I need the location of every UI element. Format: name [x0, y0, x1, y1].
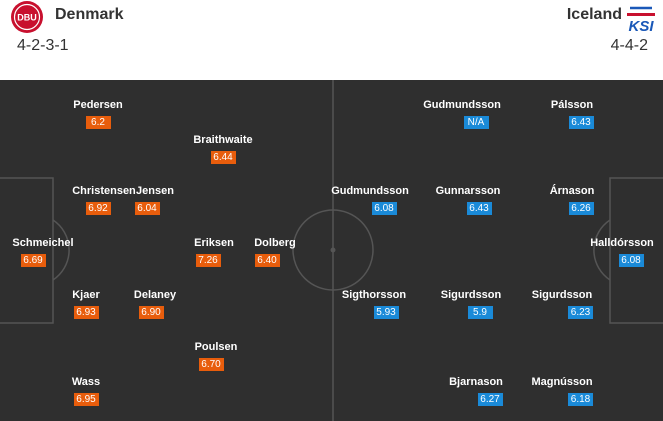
- player-rating: 6.08: [371, 202, 397, 215]
- player-name: Dolberg: [254, 237, 296, 249]
- player-rating: 6.93: [73, 306, 99, 319]
- home-team-name: Denmark: [55, 6, 124, 23]
- home-player[interactable]: Eriksen 7.26: [184, 237, 244, 268]
- player-rating: 6.18: [568, 393, 593, 406]
- player-name: Delaney: [133, 289, 177, 301]
- iceland-ksi-logo-icon: KSI: [625, 3, 657, 35]
- player-name: Braithwaite: [193, 134, 253, 146]
- player-name: Pálsson: [550, 99, 594, 111]
- player-rating: 6.92: [85, 202, 111, 215]
- home-player[interactable]: Dolberg 6.40: [245, 237, 305, 268]
- player-name: Eriksen: [194, 237, 234, 249]
- denmark-crest-icon: DBU: [11, 1, 43, 33]
- player-name: Sigurdsson: [531, 289, 593, 301]
- player-name: Sigurdsson: [440, 289, 502, 301]
- away-player[interactable]: Sigurdsson 6.23: [532, 289, 593, 320]
- player-rating: 6.08: [618, 254, 644, 267]
- player-rating: 6.44: [210, 151, 236, 164]
- football-pitch: Pedersen 6.2 Braithwaite 6.44 Christense…: [0, 80, 663, 421]
- svg-text:KSI: KSI: [628, 18, 654, 35]
- player-name: Halldórsson: [590, 237, 654, 249]
- away-formation: 4-4-2: [610, 37, 648, 54]
- player-name: Sigthorsson: [341, 289, 407, 301]
- home-player[interactable]: Kjaer 6.93: [56, 289, 116, 320]
- home-player[interactable]: Pedersen 6.2: [68, 99, 128, 130]
- player-rating: 6.04: [134, 202, 160, 215]
- player-rating: 6.69: [20, 254, 46, 267]
- home-player[interactable]: Wass 6.95: [56, 376, 116, 407]
- away-player[interactable]: Gunnarsson 6.43: [436, 185, 500, 216]
- player-name: Gudmundsson: [331, 185, 409, 197]
- home-player[interactable]: Poulsen 6.70: [186, 341, 246, 372]
- player-name: Christensen: [72, 185, 136, 197]
- player-name: Magnússon: [531, 376, 593, 388]
- home-player[interactable]: Jensen 6.04: [125, 185, 185, 216]
- home-player[interactable]: Delaney 6.90: [125, 289, 185, 320]
- player-rating: 6.95: [73, 393, 99, 406]
- away-player[interactable]: Halldórsson 6.08: [590, 237, 654, 268]
- player-name: Wass: [71, 376, 101, 388]
- away-player[interactable]: Pálsson 6.43: [542, 99, 602, 130]
- home-player[interactable]: Braithwaite 6.44: [193, 134, 253, 165]
- player-name: Poulsen: [194, 341, 238, 353]
- home-player[interactable]: Schmeichel 6.69: [12, 237, 74, 268]
- away-player[interactable]: Magnússon 6.18: [531, 376, 593, 407]
- player-name: Gudmundsson: [423, 99, 501, 111]
- home-player[interactable]: Christensen 6.92: [72, 185, 136, 216]
- match-header: DBU Denmark 4-2-3-1 Iceland KSI 4-4-2: [0, 0, 663, 80]
- player-rating: 6.26: [568, 202, 594, 215]
- svg-text:DBU: DBU: [17, 13, 37, 23]
- player-name: Pedersen: [73, 99, 123, 111]
- pitch-markings: [0, 80, 663, 421]
- player-rating: 6.43: [466, 202, 492, 215]
- home-formation: 4-2-3-1: [17, 37, 69, 54]
- away-player[interactable]: Gudmundsson N/A: [423, 99, 501, 130]
- away-player[interactable]: Árnason 6.26: [542, 185, 602, 216]
- player-name: Jensen: [136, 185, 174, 197]
- player-name: Schmeichel: [12, 237, 74, 249]
- player-rating: 7.26: [195, 254, 221, 267]
- player-name: Gunnarsson: [435, 185, 501, 197]
- player-rating: 5.93: [373, 306, 399, 319]
- player-rating: 6.43: [568, 116, 594, 129]
- player-rating: 5.9: [467, 306, 493, 319]
- player-rating: 6.27: [477, 393, 503, 406]
- player-rating: 6.70: [198, 358, 224, 371]
- away-player[interactable]: Gudmundsson 6.08: [331, 185, 409, 216]
- player-name: Kjaer: [72, 289, 100, 301]
- player-rating: N/A: [463, 116, 489, 129]
- player-rating: 6.90: [138, 306, 164, 319]
- away-player[interactable]: Bjarnason 6.27: [446, 376, 506, 407]
- away-player[interactable]: Sigthorsson 5.93: [342, 289, 406, 320]
- away-player[interactable]: Sigurdsson 5.9: [441, 289, 501, 320]
- player-rating: 6.40: [254, 254, 280, 267]
- player-name: Bjarnason: [449, 376, 503, 388]
- away-team-name: Iceland: [566, 6, 622, 23]
- player-rating: 6.23: [568, 306, 593, 319]
- player-name: Árnason: [549, 185, 595, 197]
- player-rating: 6.2: [85, 116, 111, 129]
